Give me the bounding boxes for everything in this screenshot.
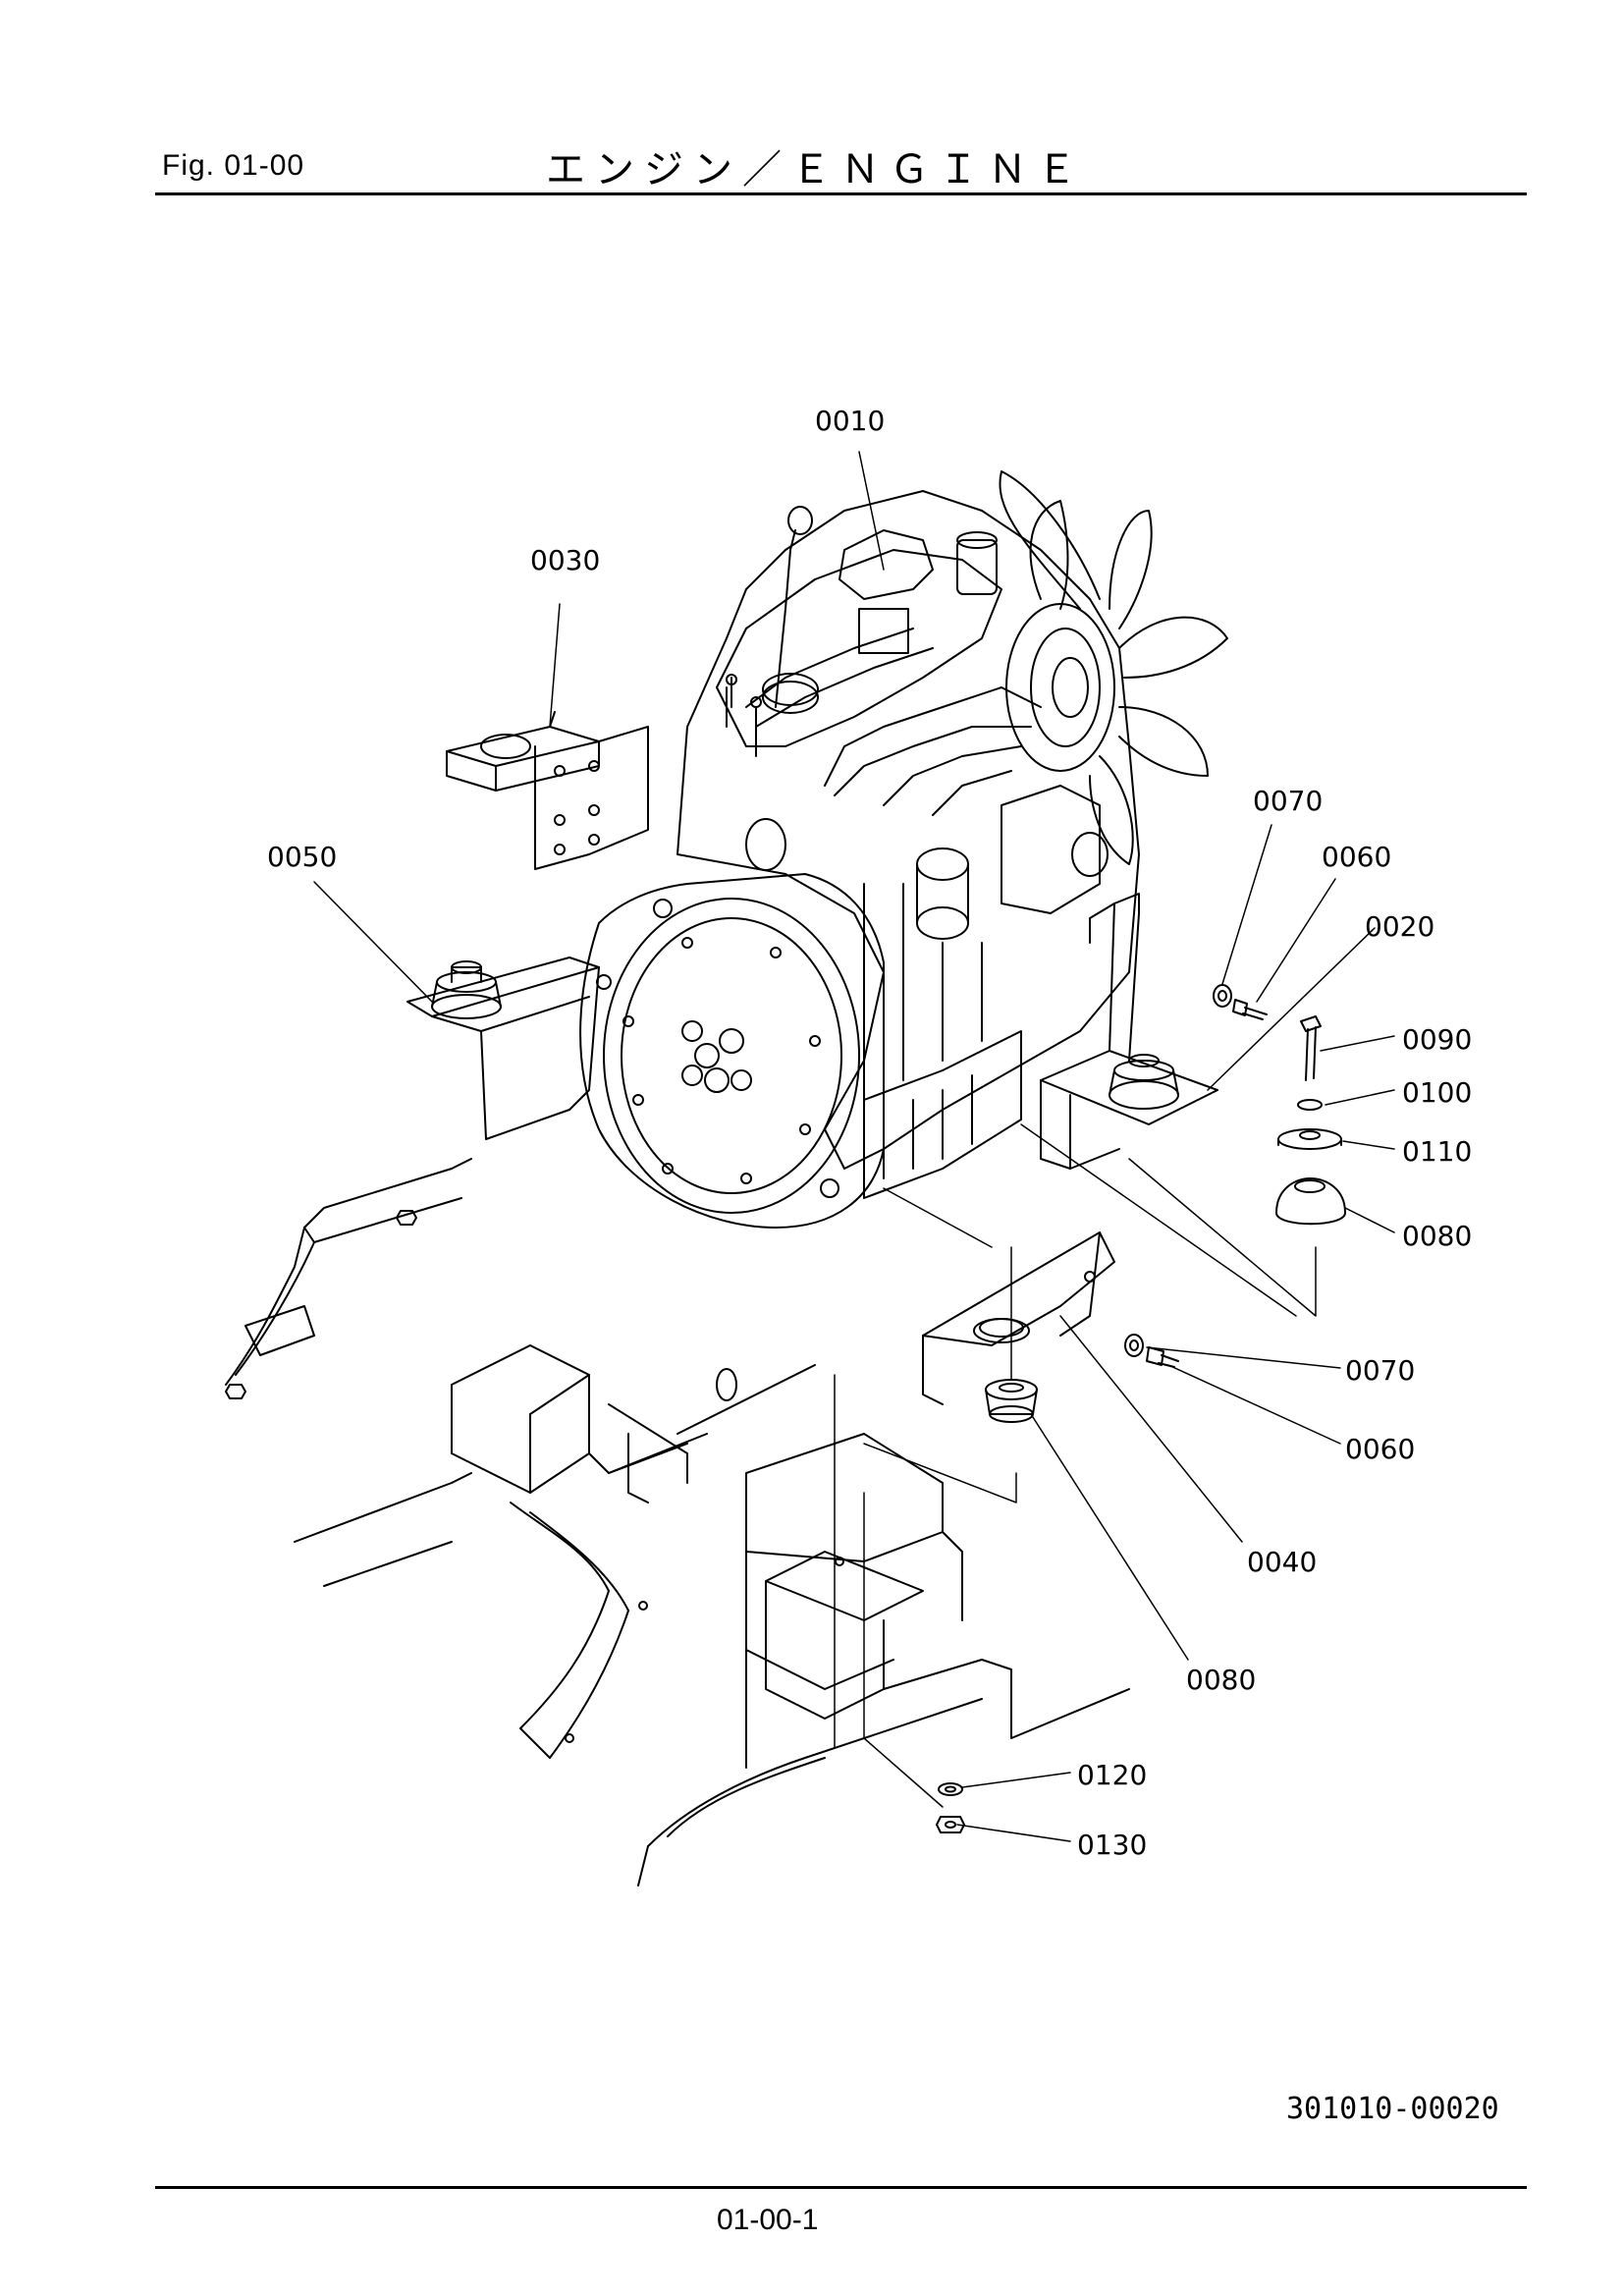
drawing-number: 301010-00020 bbox=[1286, 2092, 1499, 2126]
callout-0070-lower: 0070 bbox=[1345, 1354, 1415, 1387]
callout-0110: 0110 bbox=[1402, 1135, 1472, 1168]
callout-0080-lower: 0080 bbox=[1186, 1664, 1256, 1696]
callout-0130: 0130 bbox=[1077, 1829, 1147, 1861]
callout-0040: 0040 bbox=[1247, 1546, 1317, 1578]
callout-0030: 0030 bbox=[530, 544, 600, 576]
flywheel-housing bbox=[579, 873, 885, 1229]
callout-0060-upper: 0060 bbox=[1322, 841, 1391, 873]
bracket-0040 bbox=[922, 1231, 1115, 1405]
figure-number: Fig. 01-00 bbox=[162, 149, 305, 182]
callout-0100: 0100 bbox=[1402, 1076, 1472, 1109]
mount-stack-right bbox=[1275, 1015, 1346, 1226]
page-title: エンジン／ＥＮＧＩＮＥ bbox=[546, 147, 1086, 192]
bracket-0030 bbox=[446, 711, 649, 870]
callout-0080-upper: 0080 bbox=[1402, 1220, 1472, 1252]
leader-lines bbox=[313, 451, 1395, 1842]
bracket-0050 bbox=[406, 957, 600, 1140]
callout-0010: 0010 bbox=[815, 405, 885, 437]
engine-assembly bbox=[676, 470, 1228, 1199]
bracket-0020 bbox=[1040, 893, 1218, 1170]
callout-0090: 0090 bbox=[1402, 1023, 1472, 1056]
header-rule bbox=[155, 192, 1527, 195]
callout-0050: 0050 bbox=[267, 841, 337, 873]
frame-nuts bbox=[225, 1210, 417, 1399]
page-number: 01-00-1 bbox=[717, 2204, 819, 2236]
bolt-washer-upper bbox=[1213, 984, 1268, 1020]
callout-labels: 0010 0030 0050 0070 0060 0020 0090 0100 … bbox=[267, 405, 1472, 1861]
callout-0020: 0020 bbox=[1365, 910, 1434, 943]
washer-nut-lower bbox=[936, 1782, 965, 1833]
bolt-washer-lower bbox=[1124, 1334, 1179, 1368]
mount-lower bbox=[985, 1379, 1038, 1423]
footer-rule bbox=[155, 2186, 1527, 2189]
callout-0120: 0120 bbox=[1077, 1759, 1147, 1791]
chassis-frame bbox=[225, 1158, 1130, 1886]
callout-0070-upper: 0070 bbox=[1253, 785, 1323, 817]
callout-0060-lower: 0060 bbox=[1345, 1433, 1415, 1465]
